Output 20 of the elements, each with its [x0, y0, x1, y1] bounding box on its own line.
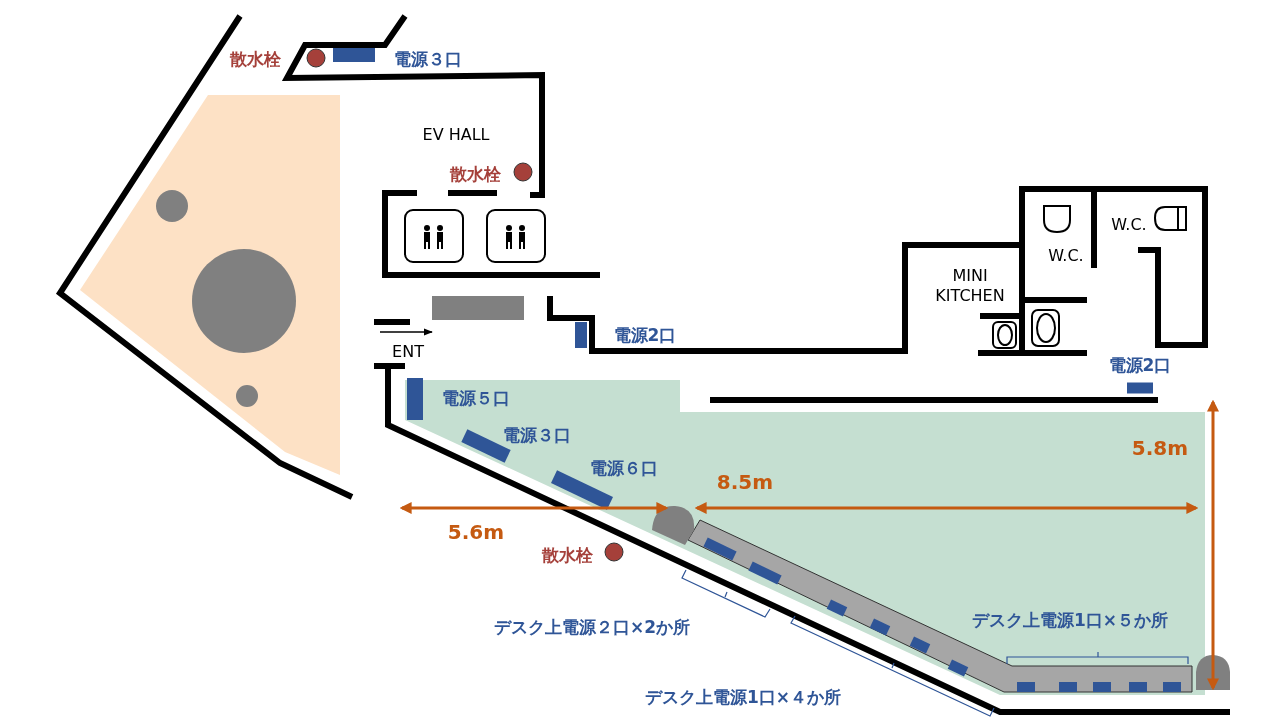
area-label: 電源2口 [612, 325, 678, 347]
area-label: ENT [391, 342, 425, 362]
area-label: MINI KITCHEN [934, 266, 1006, 306]
area-label: 5.6m [446, 519, 506, 545]
area-label: 電源３口 [502, 425, 572, 447]
area-label: 電源６口 [589, 458, 659, 480]
area-label: 電源５口 [441, 388, 511, 410]
area-label: デスク上電源1口×５か所 [970, 610, 1170, 632]
area-label: 散水栓 [448, 164, 502, 186]
area-label: 電源2口 [1107, 355, 1173, 377]
area-label: デスク上電源1口×４か所 [643, 687, 843, 709]
area-label: 8.5m [715, 469, 775, 495]
area-label: W.C. [1110, 215, 1148, 235]
area-label: 散水栓 [540, 545, 594, 567]
area-label: W.C. [1047, 246, 1085, 266]
area-label: デスク上電源２口×2か所 [492, 617, 692, 639]
area-label: 電源３口 [393, 49, 463, 71]
area-label: EV HALL [421, 125, 491, 145]
area-label: 5.8m [1130, 435, 1190, 461]
area-label: 散水栓 [228, 49, 282, 71]
